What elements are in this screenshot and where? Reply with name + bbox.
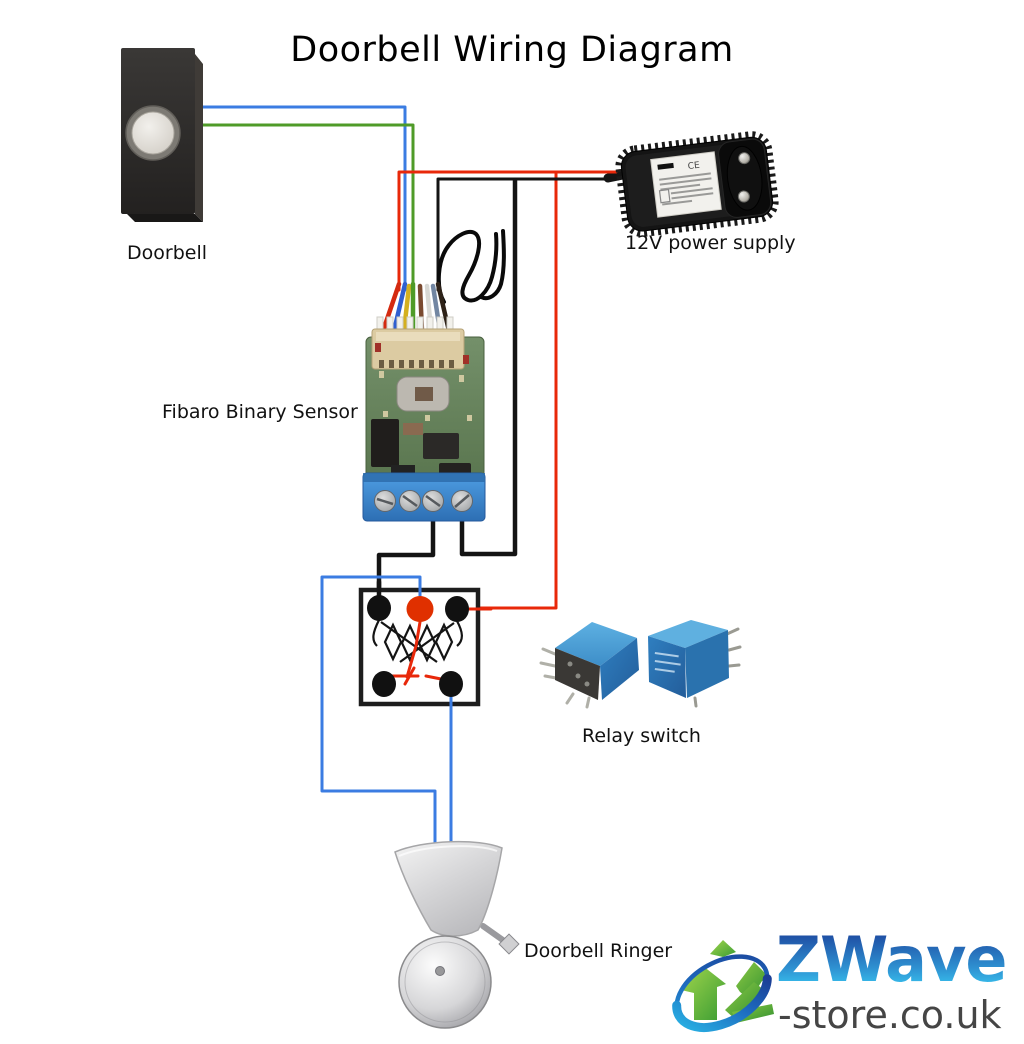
- relay-terminal-bottom-right: [439, 671, 463, 697]
- fibaro-label: Fibaro Binary Sensor: [162, 401, 358, 423]
- wire-power-relay-red: [460, 170, 558, 610]
- connector-comb: [376, 316, 454, 334]
- relay-photo-left: [539, 622, 639, 709]
- ringer-fan-cover: [394, 840, 503, 937]
- logo-left-arrow: [681, 966, 726, 1020]
- ribbon-wire-red: [380, 281, 402, 334]
- doorbell-bottom-face: [127, 214, 203, 222]
- terminal-screws: [374, 490, 473, 512]
- psu-ribbed-edge: [615, 131, 779, 238]
- zwave-logo-icon: [672, 940, 774, 1032]
- plug-pin-bottom: [737, 190, 750, 203]
- doorbell-side-face: [195, 54, 203, 222]
- power-supply-photo: CE: [613, 125, 784, 244]
- relay-switch-photo: [539, 620, 742, 709]
- psu-plug-panel: [718, 138, 772, 218]
- ringer-bell-center-bolt: [435, 966, 445, 976]
- relay-armature: [389, 620, 443, 686]
- logo-brand-text: ZWave: [776, 923, 1007, 996]
- ribbon-wire-blue: [391, 281, 408, 334]
- power-supply-label: 12V power supply: [625, 232, 796, 254]
- wire-doorbell-blue: [196, 105, 407, 292]
- relay-photo-right: [648, 620, 742, 708]
- antenna-wire-sketch: [436, 229, 506, 304]
- pin-connector: [371, 328, 465, 370]
- ribbon-cable: [380, 281, 452, 334]
- fibaro-sensor-photo: [362, 316, 486, 522]
- ringer-label: Doorbell Ringer: [524, 940, 673, 962]
- doorbell-label: Doorbell: [127, 242, 207, 264]
- relay-terminal-bottom-left: [372, 671, 396, 697]
- plug-pin-top: [738, 152, 751, 165]
- wire-power-black: [436, 177, 620, 292]
- logo-z-diagonal: [725, 982, 764, 1020]
- relay-terminal-top-right: [445, 596, 469, 622]
- terminal-block: [362, 472, 486, 522]
- zwave-store-logo: ZWave -store.co.uk: [670, 923, 1024, 1044]
- ce-mark: CE: [687, 161, 700, 172]
- page-title: Doorbell Wiring Diagram: [290, 30, 734, 70]
- wire-doorbell-green: [196, 123, 415, 292]
- ribbon-wire-yellow: [401, 283, 412, 334]
- doorbell-photo: [121, 48, 203, 222]
- relay-label: Relay switch: [582, 725, 701, 747]
- relay-coil-symbol: [372, 619, 463, 663]
- ringer-bell: [398, 935, 492, 1029]
- logo-right-arrow: [736, 962, 770, 1000]
- logo-roof-arrow: [710, 940, 736, 957]
- relay-terminal-top-center: [406, 596, 434, 622]
- logo-suffix-text: -store.co.uk: [778, 993, 1002, 1037]
- relay-terminal-top-left: [367, 595, 391, 621]
- ringer-clapper-knob: [498, 933, 520, 955]
- relay-schematic: [358, 579, 493, 715]
- wire-power-red: [397, 170, 618, 292]
- doorbell-button-icon: [131, 111, 175, 155]
- ringer-fan-highlight: [398, 845, 498, 857]
- wire-fibaro-power-black: [459, 177, 518, 557]
- doorbell-ringer-photo: [394, 840, 520, 1029]
- ringer-bell-rim: [404, 941, 486, 1023]
- logo-swoosh-thick-arc: [672, 974, 772, 1032]
- psu-spec-label: CE: [650, 151, 722, 218]
